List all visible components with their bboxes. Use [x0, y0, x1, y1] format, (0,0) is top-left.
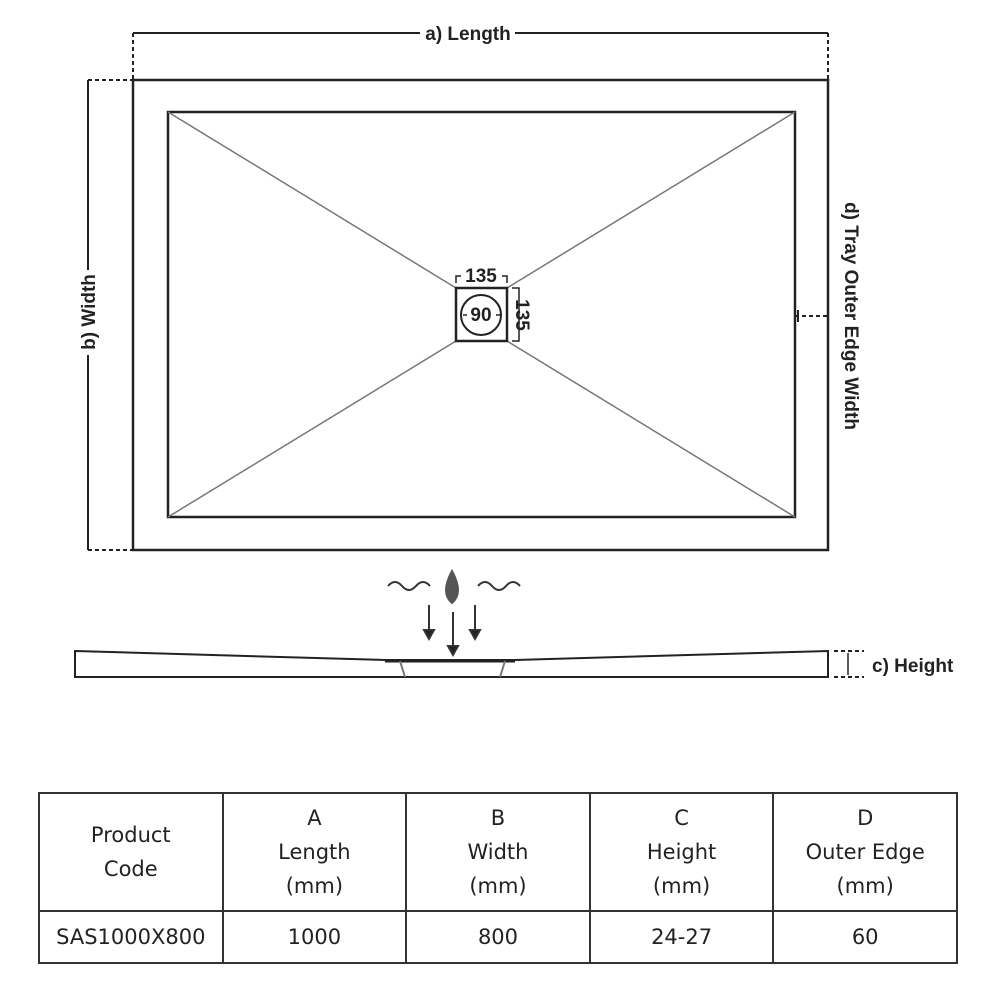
waste-circle	[460, 294, 502, 336]
waste-diameter-label: 90	[470, 305, 491, 326]
cell-height: 24-27	[588, 910, 775, 964]
water-icon	[387, 568, 521, 658]
height-label: c) Height	[872, 656, 954, 677]
fall-lines	[167, 111, 796, 518]
side-profile	[74, 649, 864, 678]
shower-tray-diagram: a) Length b) Width d) Tray Outer Edge Wi…	[74, 24, 954, 678]
waste-width-label: 135	[465, 266, 497, 287]
cell-width: 800	[405, 910, 591, 964]
width-label: b) Width	[79, 274, 100, 350]
plan-view	[87, 32, 830, 552]
waste-square	[454, 286, 509, 343]
outer-edge-label: d) Tray Outer Edge Width	[840, 202, 861, 430]
waste-height-label: 135	[511, 299, 532, 331]
cell-outer-edge: 60	[772, 910, 958, 964]
table-row: SAS1000X800 1000 800 24-27 60	[38, 910, 958, 964]
length-label: a) Length	[425, 24, 511, 45]
cell-length: 1000	[221, 910, 408, 964]
cell-product-code: SAS1000X800	[38, 910, 224, 964]
